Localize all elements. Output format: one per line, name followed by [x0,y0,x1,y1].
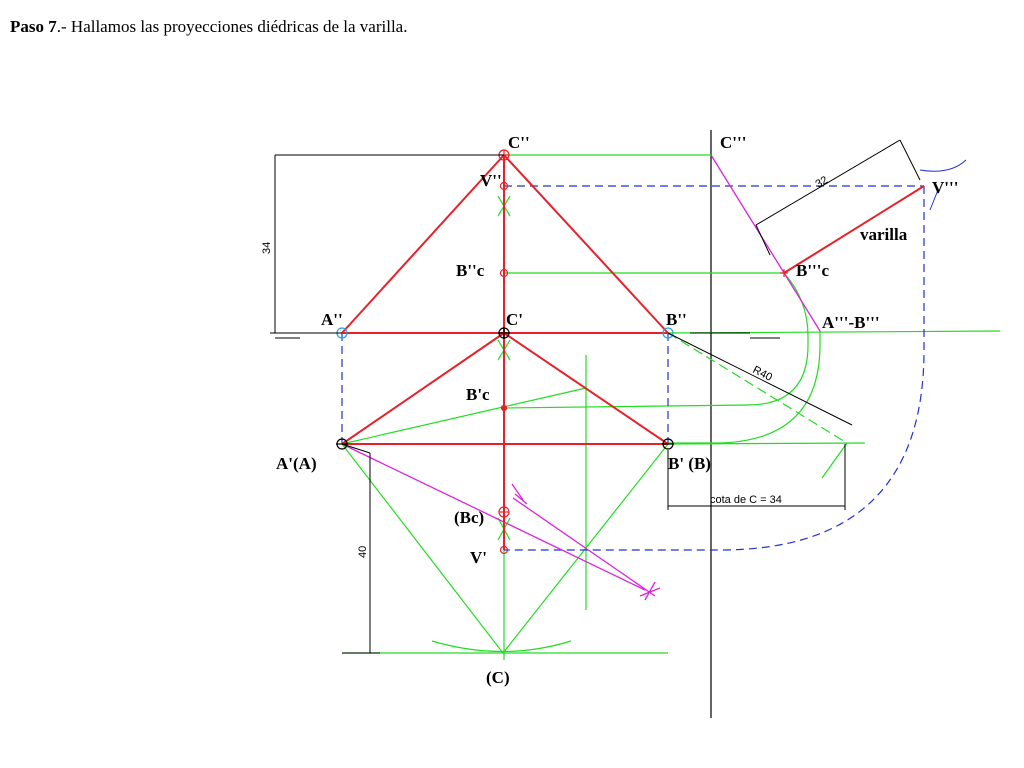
black-markers [336,327,674,450]
label-b2c: B''c [456,261,485,280]
label-v1: V' [470,548,487,567]
blue-dashed-lines [341,185,925,551]
label-a1: A'(A) [276,454,317,473]
label-b1: B' (B) [668,454,711,473]
step-description: .- Hallamos las proyecciones diédricas d… [56,17,408,36]
label-v2: V'' [480,171,502,190]
label-c2: C'' [508,133,530,152]
blue-tick [929,189,939,211]
label-b3c: B'''c [796,261,830,280]
label-a2: A'' [321,310,343,329]
dim-34: 34 [261,242,273,254]
dim-r40: R40 [751,364,774,384]
label-c0: (C) [486,668,510,687]
label-b1c: B'c [466,385,490,404]
magenta-lines [341,154,821,601]
dim-40: 40 [357,546,369,558]
dimension-lines [270,139,921,654]
label-varilla: varilla [860,225,908,244]
red-projection-lines [341,154,925,550]
blue-arc-small [919,159,967,172]
step-title: Paso 7.- Hallamos las proyecciones diédr… [10,17,407,37]
dim-32: 32 [814,174,831,191]
label-b2: B'' [666,310,687,329]
label-c3: C''' [720,133,746,152]
step-number: Paso 7 [10,17,57,36]
label-a3b3: A'''-B''' [822,313,880,332]
label-bc: (Bc) [454,508,484,527]
dim-cota: cota de C = 34 [710,494,782,506]
label-c1: C' [506,310,523,329]
label-v3: V''' [932,178,958,197]
